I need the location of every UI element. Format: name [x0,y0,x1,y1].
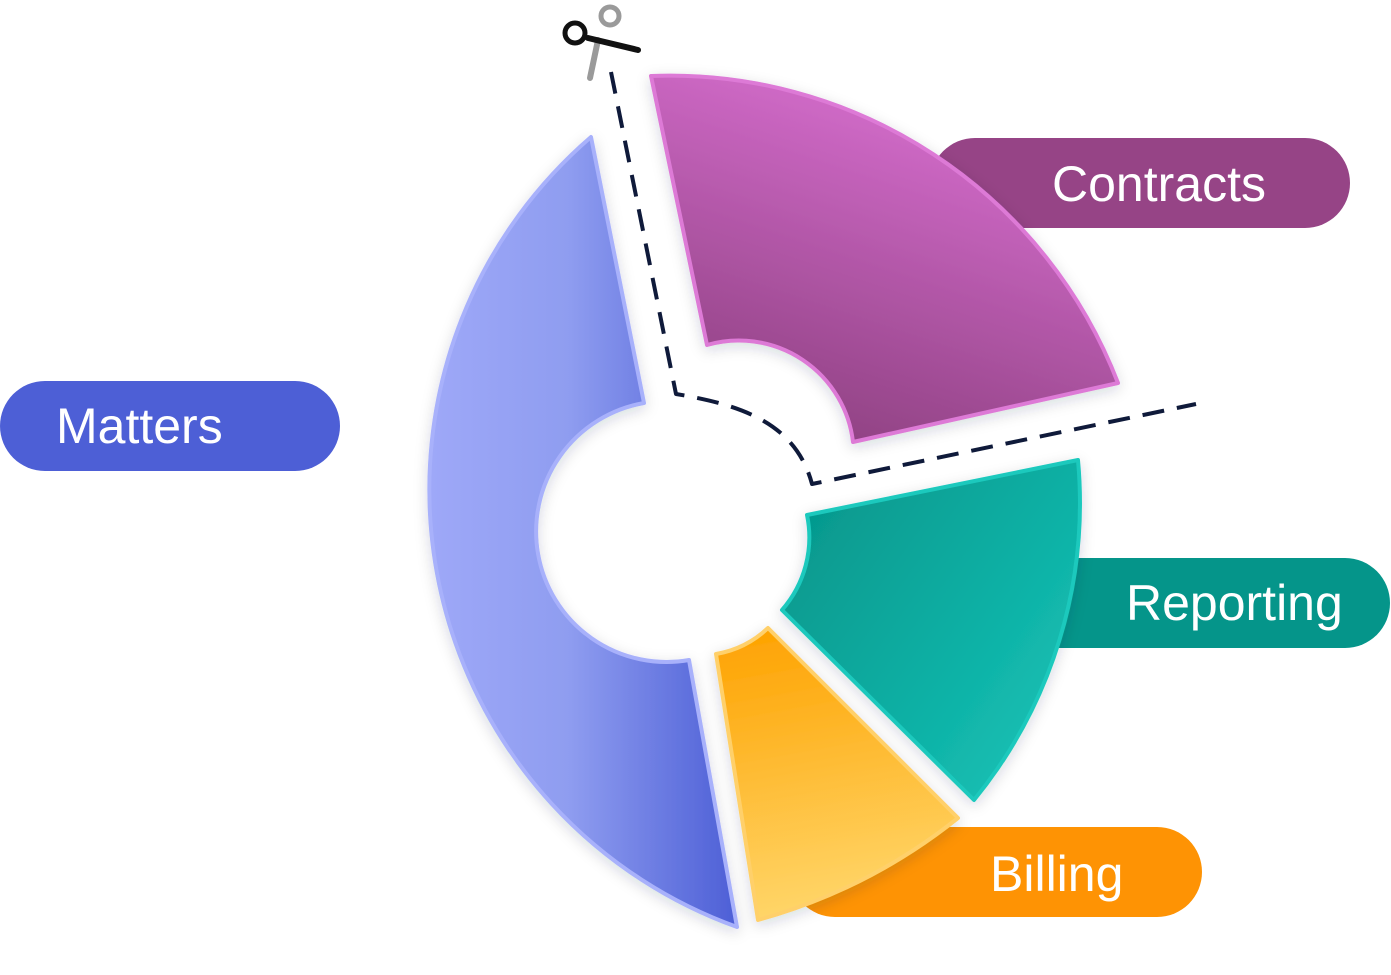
label-billing: Billing [990,846,1123,902]
label-pill-contracts: Contracts [930,138,1350,228]
pill-contracts-bg [930,138,1350,228]
pill-reporting-bg [1010,558,1390,648]
label-contracts: Contracts [1052,156,1266,212]
label-pill-reporting: Reporting [1010,558,1390,648]
scissors-icon [562,4,641,81]
label-pill-matters: Matters [0,381,340,471]
segment-billing [714,626,960,922]
segment-reporting [780,458,1082,802]
label-reporting: Reporting [1126,575,1343,631]
segment-matters [427,135,739,929]
segment-contracts [649,73,1120,444]
label-matters: Matters [56,398,223,454]
pill-matters-bg [0,381,340,471]
